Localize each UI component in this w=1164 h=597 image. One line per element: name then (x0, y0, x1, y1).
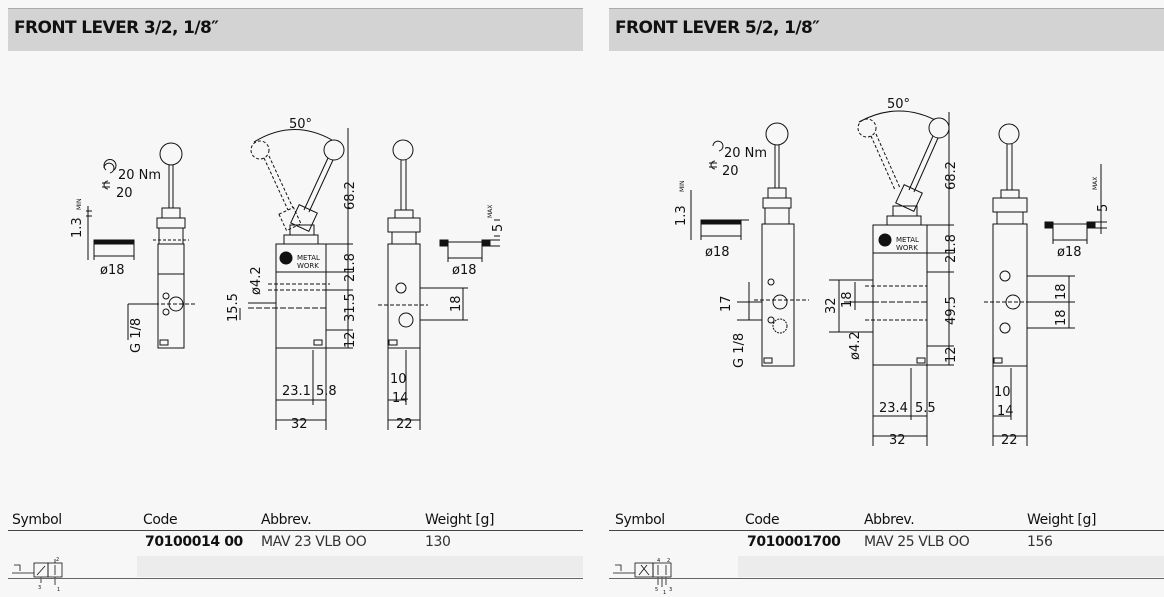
product-code: 7010001700 (747, 534, 841, 550)
product-table: Symbol Code Abbrev. Weight [g] 4 2 5 1 (609, 510, 1164, 596)
dim-32-vertical: 32 (824, 297, 839, 314)
dim-5: 5 (491, 224, 506, 232)
dim-10: 10 (390, 372, 407, 387)
lever-knob (159, 142, 183, 166)
product-panel-5-2: FRONT LEVER 5/2, 1/8″ (609, 8, 1164, 596)
panel-title: FRONT LEVER 5/2, 1/8″ (615, 18, 820, 38)
dim-21-8: 21.8 (944, 234, 959, 263)
dim-18: 18 (449, 295, 464, 312)
svg-text:1: 1 (663, 590, 666, 596)
dim-15-5: 15.5 (226, 293, 241, 322)
panel-title: FRONT LEVER 3/2, 1/8″ (14, 18, 219, 38)
dim-dia-4-2: ø4.2 (249, 266, 264, 295)
col-abbrev: Abbrev. (261, 512, 312, 528)
technical-drawing-5-2: 20 Nm 20 MIN 1.3 ø18 17 G 1/8 50° 68.2 2… (674, 97, 1111, 448)
torque-label: 20 Nm (118, 168, 161, 183)
col-code: Code (745, 512, 780, 528)
wrench-size-label: 20 (722, 164, 739, 179)
panel-title-bar: FRONT LEVER 5/2, 1/8″ (609, 8, 1164, 51)
dim-12: 12 (944, 346, 959, 363)
dim-18-upper: 18 (1054, 283, 1069, 300)
product-abbrev: MAV 25 VLB OO (864, 534, 970, 550)
table-header: Symbol Code Abbrev. Weight [g] (609, 510, 1164, 531)
dim-32: 32 (889, 433, 906, 448)
svg-text:4: 4 (657, 558, 660, 564)
dim-14: 14 (997, 404, 1014, 419)
col-weight: Weight [g] (1027, 512, 1097, 528)
valve-3-2-symbol-icon: 2 1 3 (12, 557, 63, 593)
wrench-size-label: 20 (116, 186, 133, 201)
panel-title-bar: FRONT LEVER 3/2, 1/8″ (8, 8, 583, 51)
logo-line-1: METAL (297, 254, 320, 262)
dim-68-2: 68.2 (944, 161, 959, 190)
svg-text:3: 3 (38, 585, 41, 591)
dim-22: 22 (1001, 433, 1018, 448)
dim-31-5: 31.5 (343, 293, 358, 322)
torque-label: 20 Nm (724, 146, 767, 161)
row-shade (137, 556, 583, 577)
min-label: MIN (679, 181, 686, 192)
table-row: 2 1 3 70100014 00 MAV 23 VLB OO 130 (8, 531, 583, 593)
dim-23-4: 23.4 (879, 401, 908, 416)
product-weight: 156 (1027, 534, 1053, 550)
valve-5-2-symbol-icon: 4 2 5 1 3 (613, 558, 672, 596)
thread-label: G 1/8 (129, 318, 144, 353)
angle-arc (253, 129, 333, 143)
product-code: 70100014 00 (145, 534, 243, 550)
row-shade (738, 556, 1164, 577)
dim-10: 10 (994, 385, 1011, 400)
dim-dia-18-left: ø18 (705, 245, 730, 260)
logo-line-2: WORK (896, 244, 918, 252)
dim-68-2: 68.2 (343, 181, 358, 210)
dim-5-5: 5.5 (915, 401, 936, 416)
dim-18-lower: 18 (1054, 309, 1069, 326)
dim-1-3: 1.3 (70, 217, 85, 238)
dim-21-8: 21.8 (343, 253, 358, 282)
svg-text:1: 1 (57, 587, 60, 593)
col-code: Code (143, 512, 178, 528)
product-panel-3-2: FRONT LEVER 3/2, 1/8″ (8, 8, 583, 593)
max-label: MAX (487, 205, 494, 218)
logo-line-1: METAL (896, 236, 919, 244)
svg-text:3: 3 (669, 587, 672, 593)
col-symbol: Symbol (12, 512, 62, 528)
dim-dia-18-right: ø18 (1057, 245, 1082, 260)
thread-label: G 1/8 (732, 333, 747, 368)
dim-18-vertical: 18 (840, 291, 855, 308)
table-header: Symbol Code Abbrev. Weight [g] (8, 510, 583, 531)
dim-17: 17 (719, 295, 734, 312)
product-table: Symbol Code Abbrev. Weight [g] 2 1 3 701… (8, 510, 583, 593)
table-bottom-rule (8, 578, 583, 579)
col-abbrev: Abbrev. (864, 512, 915, 528)
dim-32: 32 (291, 417, 308, 432)
technical-drawing-3-2: 20 Nm 20 MIN 1.3 ø18 G 1/8 50° 68.2 21.8… (70, 117, 506, 432)
dim-dia-18-left: ø18 (100, 263, 125, 278)
product-abbrev: MAV 23 VLB OO (261, 534, 367, 550)
dim-23-1: 23.1 (282, 384, 311, 399)
dim-1-3: 1.3 (674, 205, 689, 226)
angle-label: 50° (887, 97, 910, 112)
dim-5-8: 5.8 (316, 384, 337, 399)
table-row: 4 2 5 1 3 7010001700 MAV 25 VLB OO 156 (609, 531, 1164, 596)
svg-text:5: 5 (655, 587, 658, 593)
dim-49-5: 49.5 (944, 296, 959, 325)
dim-22: 22 (396, 417, 413, 432)
table-bottom-rule (609, 578, 1164, 579)
max-label: MAX (1092, 177, 1099, 190)
product-weight: 130 (425, 534, 451, 550)
angle-label: 50° (289, 117, 312, 132)
svg-text:2: 2 (56, 557, 59, 563)
dim-dia-4-2: ø4.2 (848, 331, 863, 360)
col-symbol: Symbol (615, 512, 665, 528)
dim-12: 12 (343, 331, 358, 348)
dim-5: 5 (1096, 204, 1111, 212)
logo-line-2: WORK (297, 262, 319, 270)
dim-14: 14 (392, 391, 409, 406)
svg-text:2: 2 (667, 558, 670, 564)
dim-dia-18-right: ø18 (452, 263, 477, 278)
col-weight: Weight [g] (425, 512, 495, 528)
min-label: MIN (76, 199, 83, 210)
